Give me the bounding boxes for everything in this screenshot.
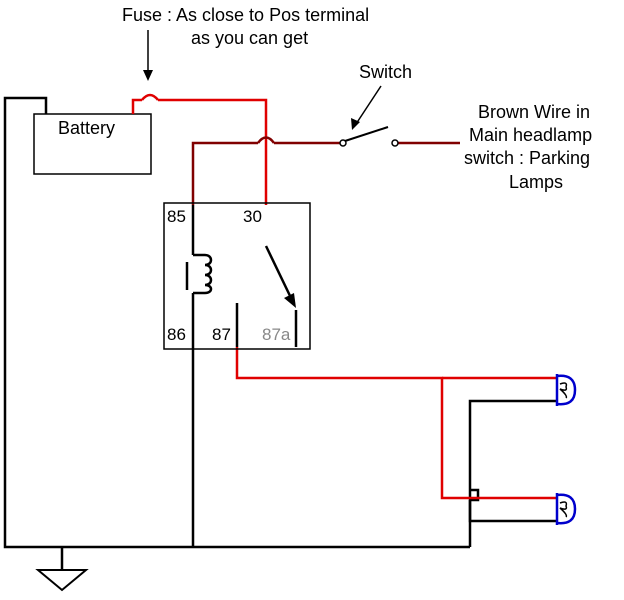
switched-wires [191,136,460,205]
pin87-output-wire [235,347,557,500]
relay-pin-85: 85 [167,207,186,226]
wire-crossover-hop [256,136,276,144]
relay-pin-87: 87 [212,325,231,344]
switch-arrow-line [355,85,382,125]
lamp2-ground-hop [470,488,480,502]
relay-armature-arrow [284,293,296,308]
battery-label: Battery [58,118,115,138]
lamp-1-icon [555,374,577,406]
relay-box [163,202,311,350]
switch-contact-right [391,139,399,147]
ground-symbol-icon [35,569,89,592]
brown-wire-label-line1: Brown Wire in [478,102,590,122]
switch-lever [344,126,389,142]
positive-wires [131,93,557,500]
relay-internals [185,205,298,347]
battery-box [33,113,152,175]
relay-pin-30: 30 [243,207,262,226]
switch-label: Switch [359,62,412,82]
relay-coil-icon [193,253,213,295]
lamp-2-filament [559,501,568,518]
battery-negative-wire [3,96,470,549]
fused-feed-wire [158,98,268,147]
relay-armature [264,245,294,301]
fuse-arrow-head [143,70,153,81]
lamp-1 [555,374,577,406]
lamp-2-icon [555,493,577,525]
switch-contact-left [339,139,347,147]
fuse-label-line2: as you can get [191,28,308,48]
relay-pin-86: 86 [167,325,186,344]
pin85-wire-a [191,141,258,205]
fuse-label-line1: Fuse : As close to Pos terminal [122,5,369,25]
fuse-icon [141,93,159,101]
battery-positive-wire [131,98,142,114]
switch-arrow-head [351,118,360,130]
lamp-ground-wire [468,399,557,547]
brown-wire-label-line3: switch : Parking [464,148,590,168]
relay-pin-87a: 87a [262,325,291,344]
lamp2-ground-join [468,500,478,523]
brown-wire-label-line2: Main headlamp [469,125,592,145]
lamp-1-filament [559,382,568,399]
brown-wire-label-line4: Lamps [509,172,563,192]
lamp-2 [555,493,577,525]
